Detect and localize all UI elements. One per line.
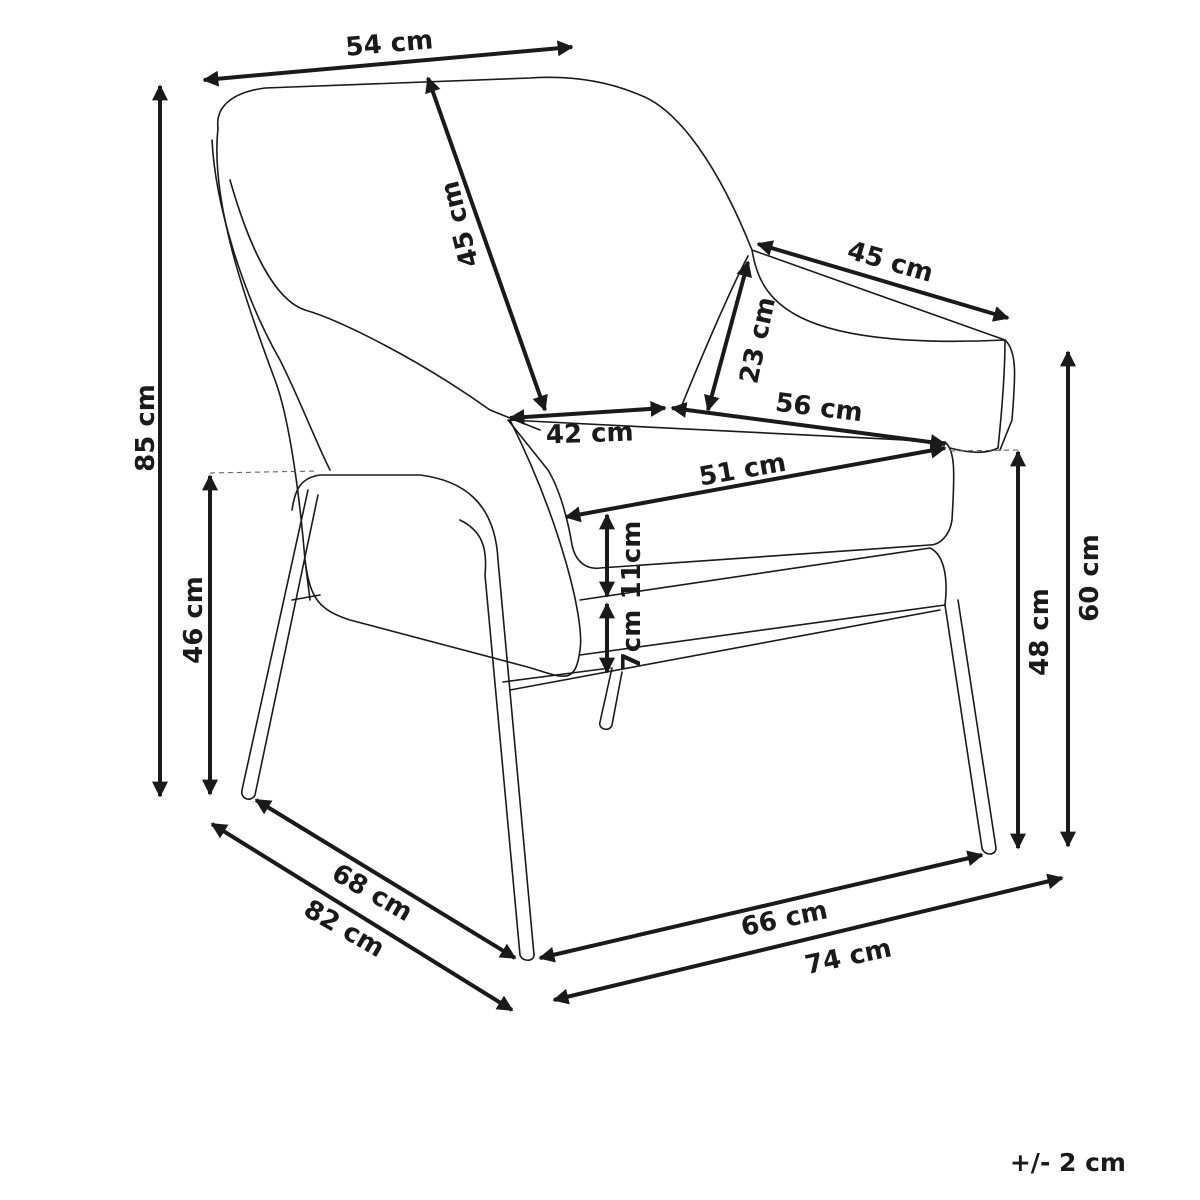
arrow-armrest-height: [704, 260, 752, 412]
seat-height-ref-right: [949, 449, 1021, 452]
arrow-seat-depth-side: [670, 401, 947, 451]
under-seat-rail-back: [291, 594, 941, 691]
backrest-shell: [217, 76, 1016, 451]
arrow-leg-depth: [254, 798, 517, 960]
label-total-height: 85 cm: [131, 384, 161, 472]
back-left-leg: [241, 489, 319, 800]
label-armrest-height: 23 cm: [734, 294, 782, 386]
label-armrest-depth: 45 cm: [844, 236, 937, 289]
chair-outline: [209, 76, 1021, 962]
arrow-backrest-width: [202, 40, 574, 87]
label-backrest-width: 54 cm: [344, 25, 434, 63]
dimension-arrows: [152, 40, 1076, 1012]
arrow-total-depth: [210, 822, 514, 1012]
tolerance-note: +/- 2 cm: [1009, 1148, 1126, 1177]
arrow-armrest-depth: [756, 240, 1010, 322]
backrest-inner-rim: [211, 139, 331, 471]
arrow-seat-depth-front: [508, 400, 667, 426]
label-seat-base-thickness: 7cm: [617, 610, 647, 671]
label-armrest-total-height: 60 cm: [1075, 534, 1105, 622]
label-total-width: 74 cm: [802, 933, 894, 981]
seat-base: [579, 547, 947, 656]
left-arm-front: [304, 559, 311, 601]
label-seat-height-left: 46 cm: [179, 576, 209, 664]
backrest-inner-curve: [229, 179, 541, 431]
under-seat-rail-front: [502, 667, 611, 683]
arrow-seat-width: [564, 442, 947, 523]
seat-height-ref-left: [209, 470, 319, 474]
dimension-labels: 54 cm 45 cm 85 cm 45 cm 23 cm 56 cm 42 c…: [131, 25, 1105, 981]
label-cushion-thickness: 11cm: [617, 521, 647, 600]
arrow-total-width: [552, 873, 1064, 1005]
right-leg: [944, 599, 997, 855]
label-seat-depth-front: 42 cm: [545, 417, 634, 450]
label-seat-height-right: 48 cm: [1025, 588, 1055, 676]
front-left-leg: [291, 474, 535, 962]
arrow-backrest-height: [425, 76, 548, 412]
arrow-leg-width: [538, 850, 984, 963]
back-right-leg: [599, 667, 623, 731]
left-side-panel: [216, 127, 582, 677]
